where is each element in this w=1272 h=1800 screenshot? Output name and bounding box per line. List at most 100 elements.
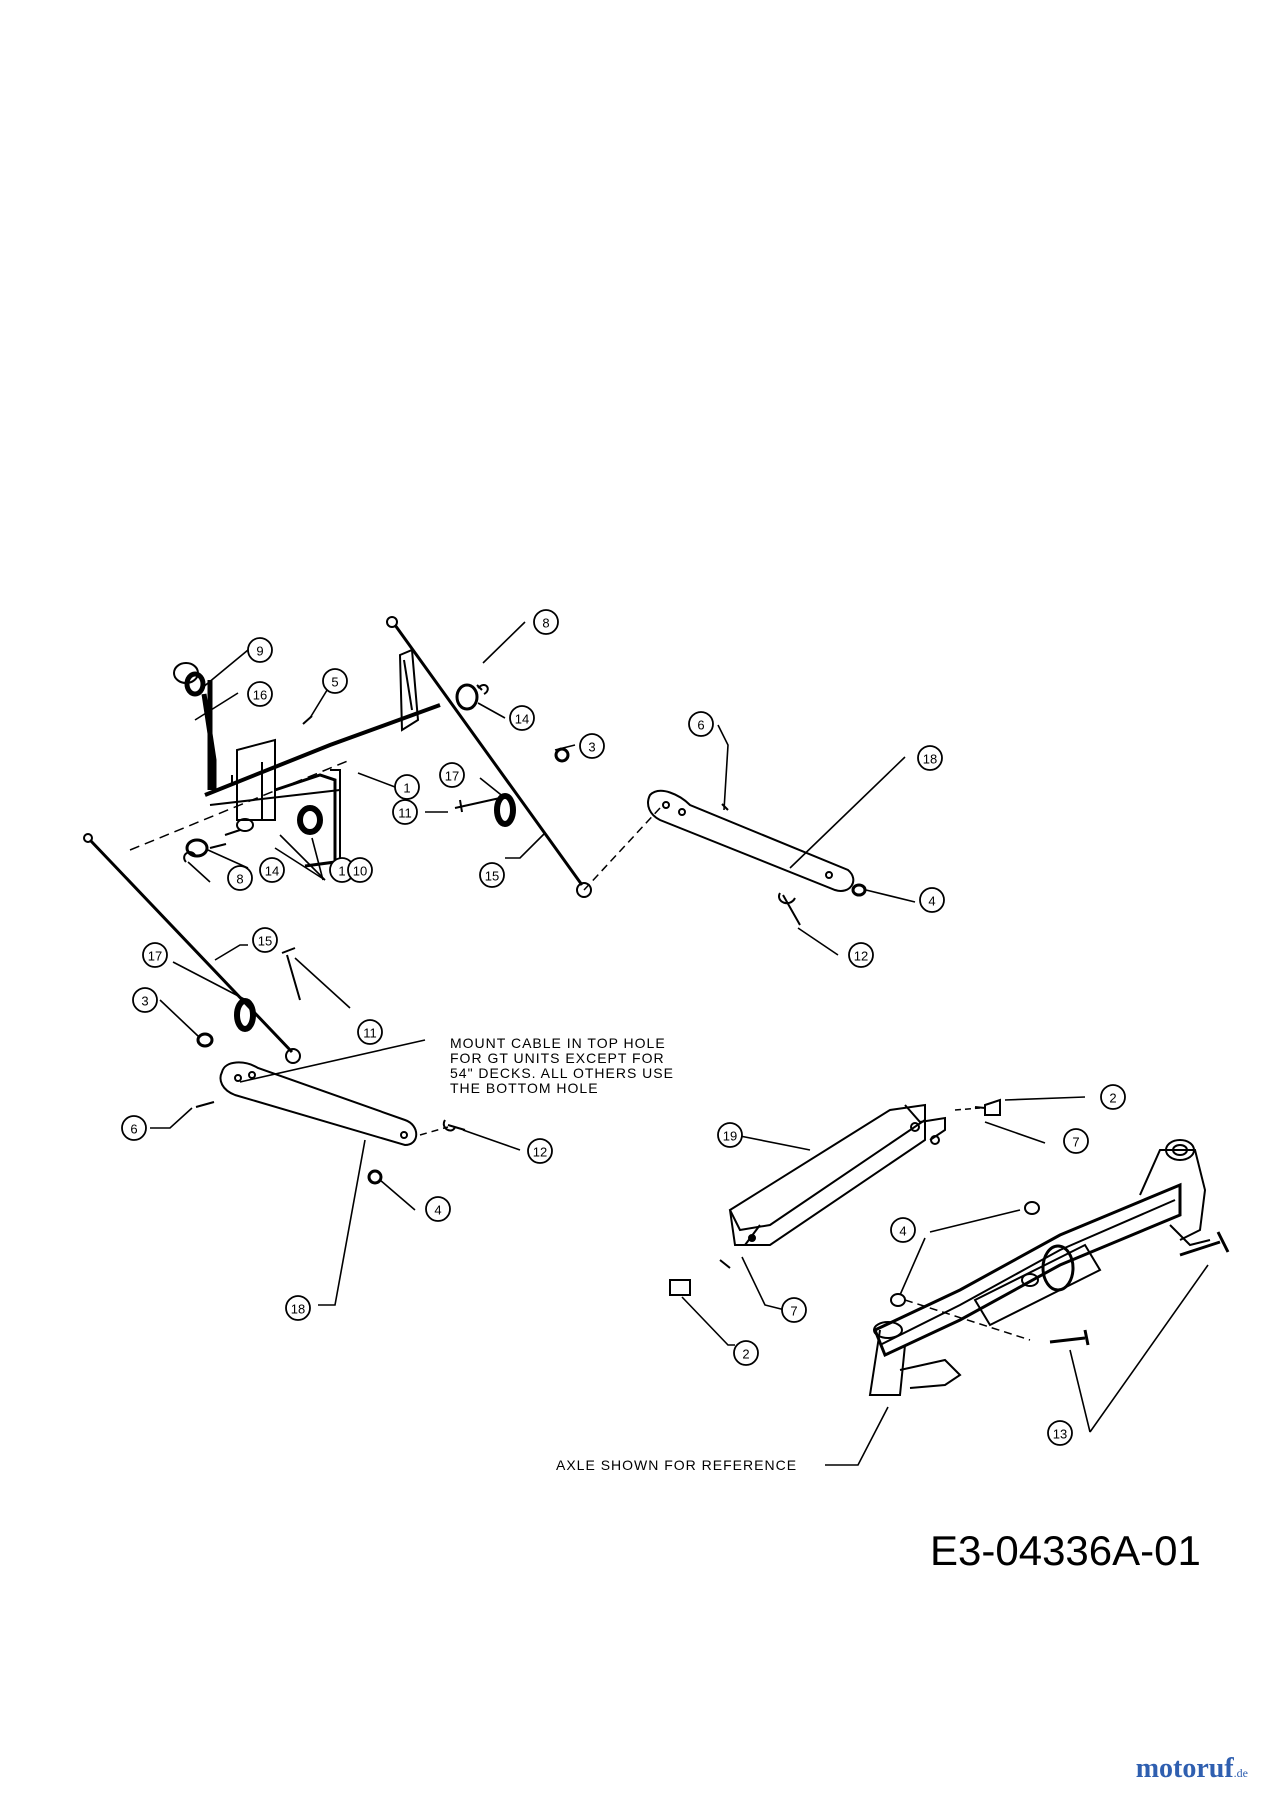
callout-number: 18 [291,1302,305,1317]
callout-circle [579,733,605,759]
callout-c6b: 6 [121,1115,147,1141]
callout-number: 15 [258,934,272,949]
callout-circle [509,705,535,731]
watermark-main: motoruf [1135,1753,1234,1784]
callout-number: 13 [1053,1427,1067,1442]
callout-c3b: 3 [132,987,158,1013]
part-drawings [83,616,1230,1396]
callout-circle [688,711,714,737]
callout-c7a: 7 [1063,1128,1089,1154]
axle-washer-1 [1024,1201,1040,1215]
shoulder-bolt-12-lower [442,1119,466,1132]
callout-c11a: 11 [392,799,418,825]
callout-number: 4 [434,1203,441,1218]
callout-circle [733,1340,759,1366]
callout-circle [247,681,273,707]
callout-number: 9 [256,644,263,659]
callout-c19: 19 [717,1122,743,1148]
callout-c4c: 4 [890,1217,916,1243]
callout-c9: 9 [247,637,273,663]
callout-c18a: 18 [917,745,943,771]
callout-circle [259,857,285,883]
callout-number: 18 [923,752,937,767]
callout-c1a: 1 [394,774,420,800]
shoulder-bolt-12-upper [778,892,801,926]
callout-number: 15 [485,869,499,884]
callout-c8a: 8 [533,609,559,635]
callout-circle [425,1196,451,1222]
note-line-1: MOUNT CABLE IN TOP HOLE [450,1035,666,1051]
callout-c13: 13 [1047,1420,1073,1446]
leader-lines [150,621,1209,1466]
lift-shaft-assembly [129,648,441,871]
cotter-pin-lower [195,1101,215,1108]
callout-c14b: 14 [259,857,285,883]
callout-number: 1 [338,864,345,879]
note-line-2: FOR GT UNITS EXCEPT FOR [450,1050,665,1066]
callout-number: 7 [1072,1135,1079,1150]
callout-circle [1063,1128,1089,1154]
lift-link-lower [219,1061,418,1147]
callout-number: 1 [403,781,410,796]
watermark-logo: motoruf.de [1136,1752,1248,1786]
callout-circle [919,887,945,913]
mount-cable-note: MOUNT CABLE IN TOP HOLE FOR GT UNITS EXC… [450,1035,674,1096]
callout-number: 2 [742,1347,749,1362]
callout-c6a: 6 [688,711,714,737]
callout-number: 14 [265,864,279,879]
bolt-2-lower [669,1279,691,1296]
bolt-2-upper [984,1098,1001,1116]
note-line-3: 54" DECKS. ALL OTHERS USE [450,1065,674,1081]
callout-c2b: 2 [733,1340,759,1366]
callout-number: 3 [141,994,148,1009]
callout-number: 19 [723,1129,737,1144]
washer-upper [851,883,867,897]
callout-circle [533,609,559,635]
watermark-tld: .de [1233,1766,1248,1780]
callout-number: 4 [899,1224,906,1239]
callout-circle [848,942,874,968]
callout-c4b: 4 [425,1196,451,1222]
callout-circle [252,927,278,953]
spacer-lower [234,998,256,1032]
spacer-upper [494,793,516,827]
callout-c7b: 7 [781,1297,807,1323]
callout-circle [322,668,348,694]
callout-c4a: 4 [919,887,945,913]
shoulder-bolt-lower [281,947,301,1001]
callout-number: 7 [790,1304,797,1319]
callout-number: 10 [353,864,367,879]
callout-circle [392,799,418,825]
callout-number: 5 [331,675,338,690]
callout-circle [357,1019,383,1045]
lift-link-upper [583,789,855,892]
callout-c15b: 15 [252,927,278,953]
callout-number: 2 [1109,1091,1116,1106]
callout-c14a: 14 [509,705,535,731]
callout-circle [527,1138,553,1164]
locknut-upper [554,747,570,763]
pin-7-lower [719,1259,731,1269]
front-axle [868,1139,1211,1396]
callout-number: 17 [148,949,162,964]
callout-c12a: 12 [848,942,874,968]
cable-lower [83,833,301,1064]
callout-circle [394,774,420,800]
callout-c5: 5 [322,668,348,694]
shoulder-bolt-upper [454,797,501,813]
stabilizer-bracket [728,1103,946,1246]
bushing-lower [183,838,227,863]
callout-c18b: 18 [285,1295,311,1321]
washer-lower [367,1169,383,1185]
callout-number: 8 [542,616,549,631]
handle-grip [173,662,217,790]
axle-reference-note: AXLE SHOWN FOR REFERENCE [556,1457,797,1473]
callout-circle [247,637,273,663]
callout-number: 8 [236,872,243,887]
callout-number: 17 [445,769,459,784]
callout-circle [142,942,168,968]
callout-number: 6 [697,718,704,733]
callout-number: 11 [398,806,412,821]
callout-circle [479,862,505,888]
